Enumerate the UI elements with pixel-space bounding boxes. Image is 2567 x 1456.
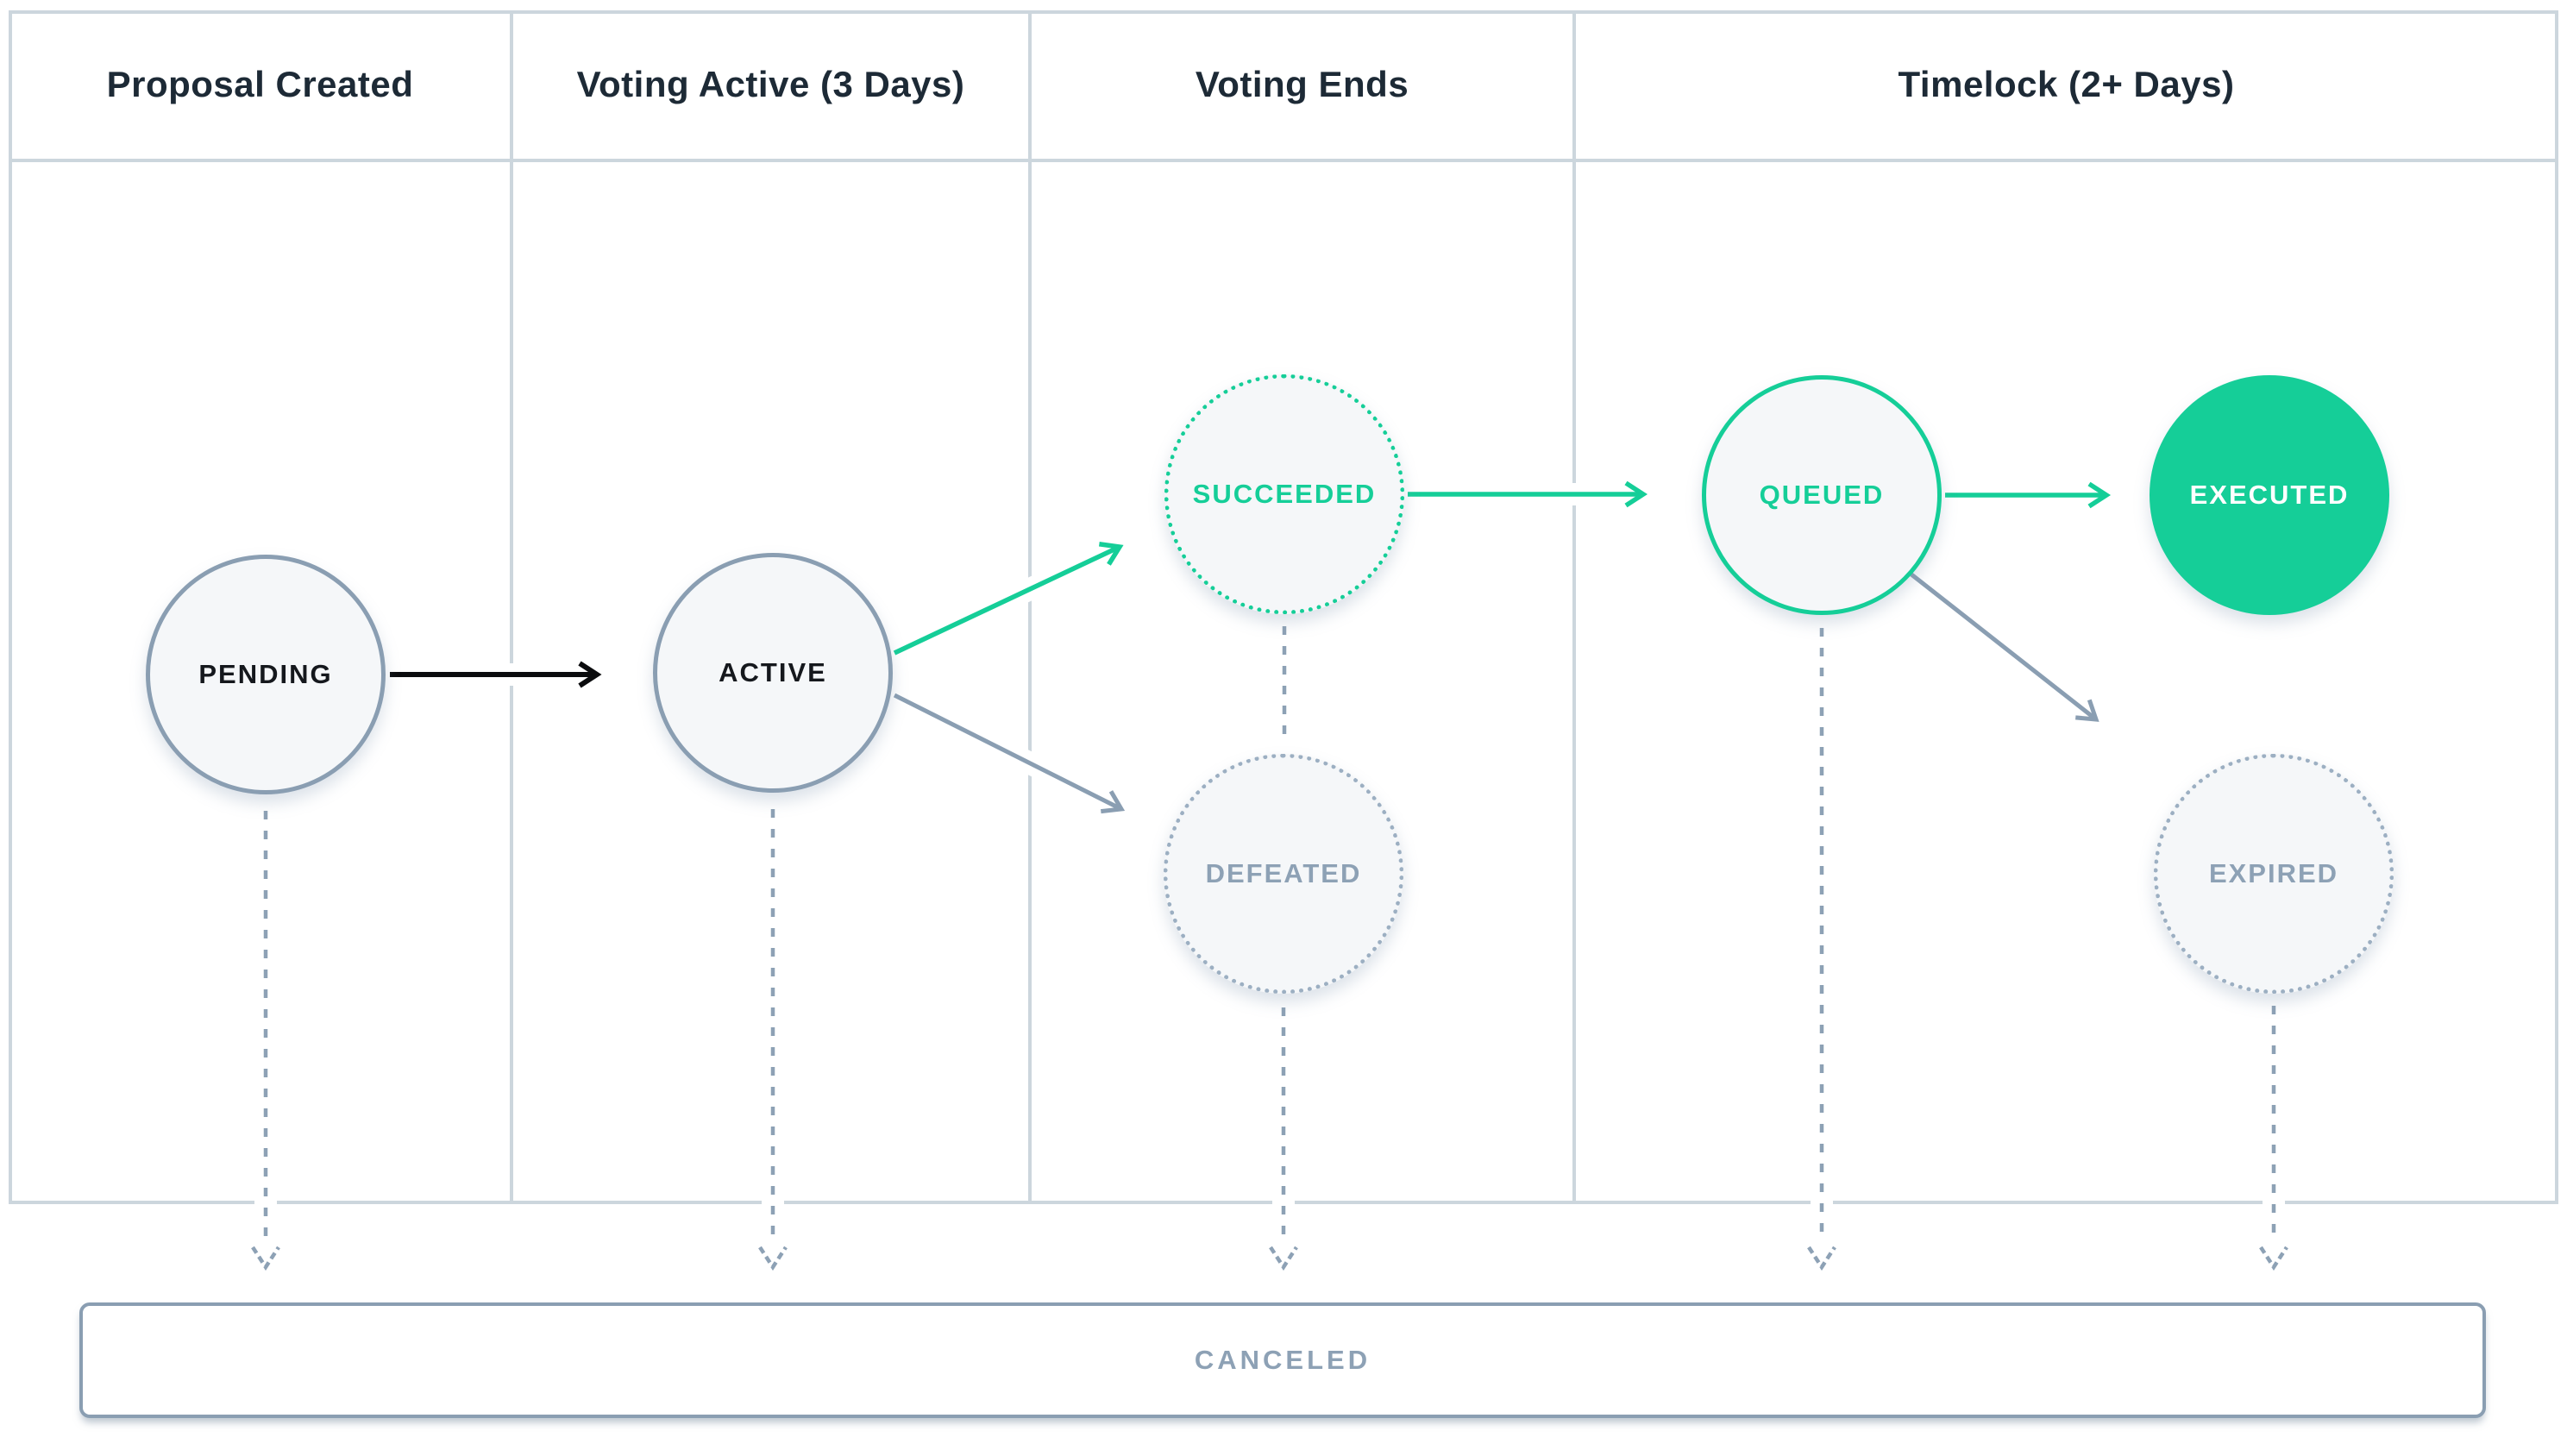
state-active-label: ACTIVE [719,657,827,687]
state-active: ACTIVE [653,553,893,793]
dotted-arrowhead [1269,1246,1298,1271]
state-executed: EXECUTED [2150,375,2389,615]
column-divider [1028,10,1032,1204]
state-pending: PENDING [146,555,386,794]
state-queued: QUEUED [1702,375,1942,615]
header-separator-line [9,159,2558,162]
state-executed-label: EXECUTED [2189,480,2350,510]
state-succeeded-label: SUCCEEDED [1192,479,1377,509]
column-header-timelock: Timelock (2+ Days) [1898,64,2235,104]
state-defeated: DEFEATED [1164,754,1403,994]
column-divider [510,10,513,1204]
dotted-arrowhead [2259,1246,2288,1271]
state-expired: EXPIRED [2154,754,2394,994]
state-expired-label: EXPIRED [2208,858,2339,888]
dotted-arrowhead [758,1246,788,1271]
column-divider [1572,10,1576,1204]
column-header-voting-ends: Voting Ends [1195,64,1409,104]
state-pending-label: PENDING [198,659,333,689]
state-queued-label: QUEUED [1759,480,1885,510]
dotted-arrowhead [251,1246,280,1271]
column-header-voting-active: Voting Active (3 Days) [576,64,965,104]
state-canceled-label: CANCELED [1194,1345,1371,1375]
column-header-proposal-created: Proposal Created [106,64,414,104]
dotted-arrowhead [1807,1246,1836,1271]
state-defeated-label: DEFEATED [1205,858,1362,888]
state-canceled-bar: CANCELED [79,1302,2486,1418]
state-succeeded: SUCCEEDED [1164,374,1404,614]
